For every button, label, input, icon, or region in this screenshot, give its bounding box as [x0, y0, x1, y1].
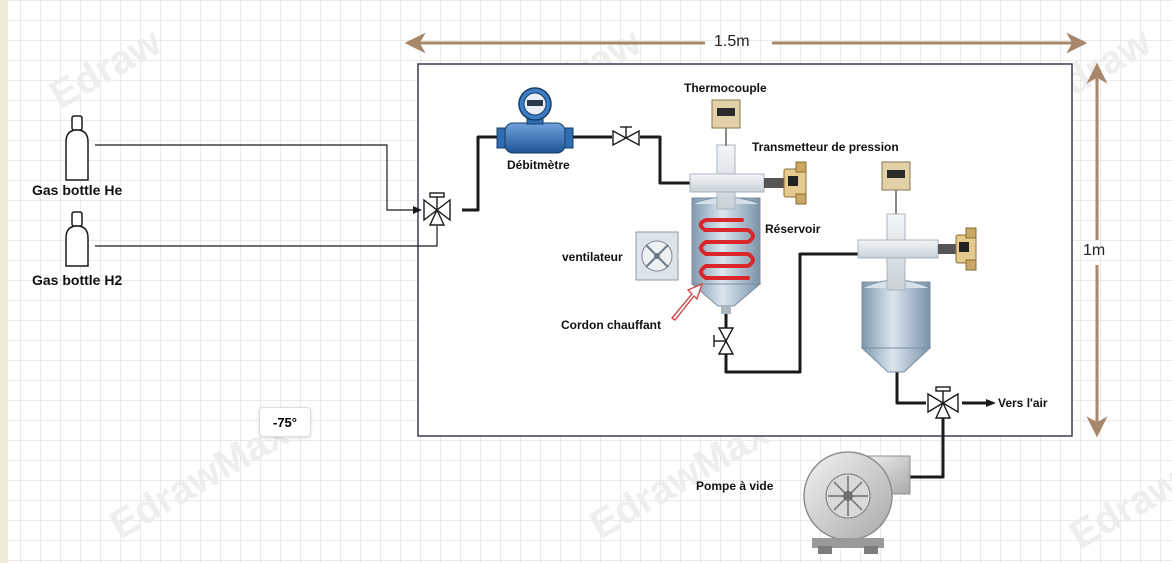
three-way-valve-outlet-icon [927, 386, 959, 419]
pressure-transmitter-label: Transmetteur de pression [752, 140, 899, 154]
valve-icon [612, 126, 640, 147]
vacuum-pump-label: Pompe à vide [696, 479, 774, 493]
pipes [462, 135, 992, 479]
thermocouple-label: Thermocouple [684, 81, 767, 95]
height-dimension-arrow [1086, 62, 1108, 438]
gas-bottle-h2-label: Gas bottle H2 [32, 272, 123, 288]
width-dimension-arrow [404, 32, 1088, 54]
pressure-transmitter-icon [764, 161, 807, 205]
left-margin [0, 0, 8, 563]
heating-coil-icon [698, 218, 755, 280]
pressure-transmitter-2-icon [938, 227, 977, 271]
thermocouple-2-icon [881, 161, 911, 214]
drain-valve-icon [713, 327, 735, 355]
cross-fitting [689, 144, 765, 210]
flowmeter-label: Débitmètre [507, 158, 570, 172]
flowmeter-icon [496, 87, 574, 154]
fan-label: ventilateur [562, 250, 623, 264]
temperature-badge: -75° [259, 407, 311, 437]
reservoir-label: Réservoir [765, 222, 821, 236]
vent-to-air-label: Vers l'air [998, 396, 1048, 410]
gas-lines [95, 144, 438, 247]
vacuum-pump-icon [803, 451, 911, 554]
height-dimension-label: 1m [1083, 242, 1106, 259]
three-way-valve-inlet-icon [423, 192, 451, 226]
cross-fitting-2 [857, 213, 939, 291]
thermocouple-icon [711, 99, 741, 146]
gas-bottle-he-label: Gas bottle He [32, 182, 123, 198]
gas-bottle-he-icon [65, 115, 89, 181]
buffer-tank [860, 279, 932, 373]
outlet-arrow [986, 399, 996, 407]
gas-bottle-h2-icon [65, 211, 89, 267]
gas-line-arrow [413, 206, 422, 214]
fan-icon [635, 231, 679, 281]
heating-cord-label: Cordon chauffant [561, 318, 661, 332]
heating-cord-arrow-icon [670, 282, 704, 321]
width-dimension-label: 1.5m [714, 33, 750, 50]
